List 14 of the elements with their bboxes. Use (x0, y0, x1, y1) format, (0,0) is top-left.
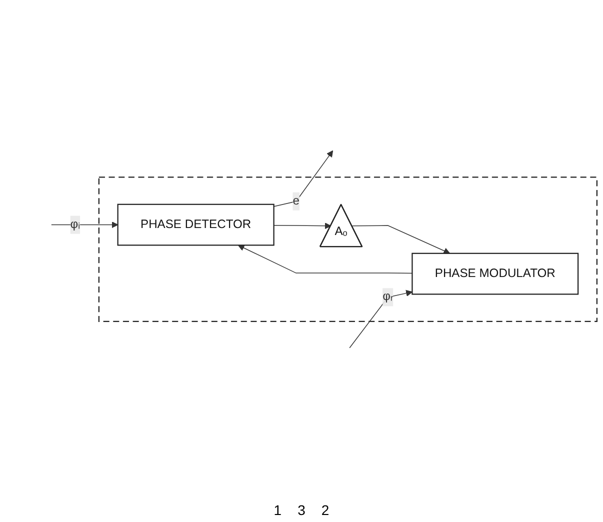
arrow (273, 150, 334, 207)
arrow (352, 224, 450, 254)
node-box: PHASE MODULATOR (412, 252, 579, 294)
node-box: PHASE DETECTOR (117, 204, 274, 246)
edge-label: φᵢ (70, 218, 80, 231)
arrow (349, 290, 412, 348)
arrow (238, 244, 413, 274)
edge-label: e (292, 194, 300, 208)
port-number: 1 (274, 502, 282, 518)
port-number: 3 (298, 502, 306, 518)
edge-label: φᵣ (382, 290, 394, 303)
cluster (98, 176, 598, 322)
port-number: 2 (321, 502, 330, 518)
arrow (273, 222, 332, 229)
